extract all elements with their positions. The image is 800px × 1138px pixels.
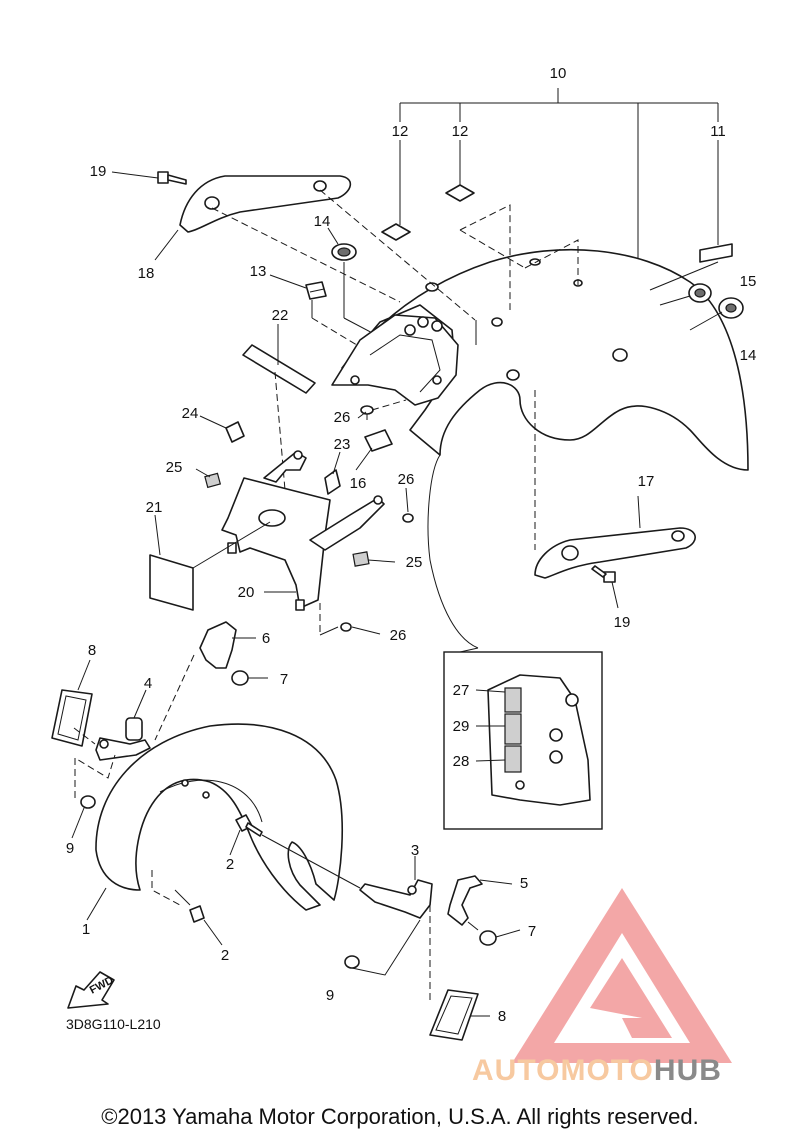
callout-11: 11	[710, 123, 726, 140]
front-fender	[95, 723, 343, 911]
watermark-text: AUTOMOTOHUB	[472, 1054, 722, 1088]
grab-handle-left	[179, 175, 352, 233]
callout-25b: 25	[406, 554, 423, 571]
copyright-notice: ©2013 Yamaha Motor Corporation, U.S.A. A…	[101, 1104, 699, 1129]
screw-26-upper	[360, 405, 374, 420]
callout-12a: 12	[392, 123, 409, 140]
tape-pad-12b	[445, 184, 475, 202]
callout-2a: 2	[226, 856, 234, 873]
bolt-7-right	[467, 921, 497, 946]
callout-21: 21	[146, 499, 163, 516]
grommet-14-top	[331, 243, 357, 261]
callout-18: 18	[138, 265, 155, 282]
callout-9b: 9	[326, 987, 334, 1004]
callout-5: 5	[520, 875, 528, 892]
callout-labels: 10 12 12 11 19 18 14 13 15 14 22 24 26 2…	[66, 65, 757, 1025]
diagram-code: 3D8G110-L210	[66, 1016, 161, 1032]
callout-16: 16	[350, 475, 367, 492]
bolt-19-lower	[591, 565, 616, 583]
bolt-7-left	[231, 670, 249, 686]
callout-8b: 8	[498, 1008, 506, 1025]
callout-7b: 7	[528, 923, 536, 940]
callout-6: 6	[262, 630, 270, 647]
callout-20: 20	[238, 584, 255, 601]
callout-12b: 12	[452, 123, 469, 140]
inset-detail	[443, 647, 603, 830]
callout-15: 15	[740, 273, 757, 290]
callout-17: 17	[638, 473, 655, 490]
callout-19a: 19	[90, 163, 107, 180]
callout-4: 4	[144, 675, 152, 692]
reflector-8-lower	[429, 989, 479, 1041]
callout-9a: 9	[66, 840, 74, 857]
screw-26-lower	[340, 622, 352, 632]
taillight-bracket	[331, 314, 459, 406]
reflector-8-left	[51, 689, 93, 747]
clip-13	[305, 281, 327, 300]
callout-1: 1	[82, 921, 90, 938]
watermark-part1: AUTOMOTO	[472, 1054, 654, 1087]
callout-26c: 26	[390, 627, 407, 644]
callout-14a: 14	[314, 213, 331, 230]
nut-9-lower	[344, 955, 360, 969]
callout-23: 23	[334, 436, 351, 453]
bolt-2-upper	[235, 814, 263, 837]
grommet-14-right	[718, 297, 744, 319]
bracket-6	[199, 621, 237, 669]
callout-19b: 19	[614, 614, 631, 631]
callout-28: 28	[453, 753, 470, 770]
fwd-arrow-icon: FWD	[67, 971, 116, 1009]
callout-leaders	[71, 171, 641, 1017]
reflector-23	[324, 469, 341, 495]
callout-22: 22	[272, 307, 289, 324]
automotohub-logo	[512, 888, 732, 1063]
bolt-19-top	[157, 171, 187, 185]
callout-7a: 7	[280, 671, 288, 688]
callout-26b: 26	[398, 471, 415, 488]
callout-25a: 25	[166, 459, 183, 476]
stay-4	[95, 717, 151, 761]
stay-3	[359, 879, 433, 919]
callout-10: 10	[550, 65, 567, 82]
strip-22	[242, 344, 316, 394]
screw-26-mid	[402, 513, 414, 523]
reflector-24	[225, 421, 245, 443]
callout-14b: 14	[740, 347, 757, 364]
callout-27: 27	[453, 682, 470, 699]
watermark-part2: HUB	[653, 1054, 722, 1087]
license-plate-21	[149, 554, 194, 611]
bolt-2-lower	[174, 889, 205, 923]
callout-13: 13	[250, 263, 267, 280]
pad-16	[364, 429, 393, 452]
license-bracket	[221, 450, 385, 611]
tape-pad-12a	[381, 223, 411, 241]
callout-3: 3	[411, 842, 419, 859]
nut-9-upper	[80, 795, 96, 809]
callout-24: 24	[182, 405, 199, 422]
callout-8a: 8	[88, 642, 96, 659]
rear-fender	[341, 204, 749, 649]
callout-26a: 26	[334, 409, 351, 426]
grab-handle-right	[534, 527, 696, 579]
pad-25-right	[352, 551, 370, 567]
callout-bracket-10	[399, 88, 719, 290]
tape-strip-11	[699, 243, 733, 263]
bracket-5	[447, 875, 483, 926]
callout-2b: 2	[221, 947, 229, 964]
grommet-15	[688, 283, 712, 303]
callout-29: 29	[453, 718, 470, 735]
